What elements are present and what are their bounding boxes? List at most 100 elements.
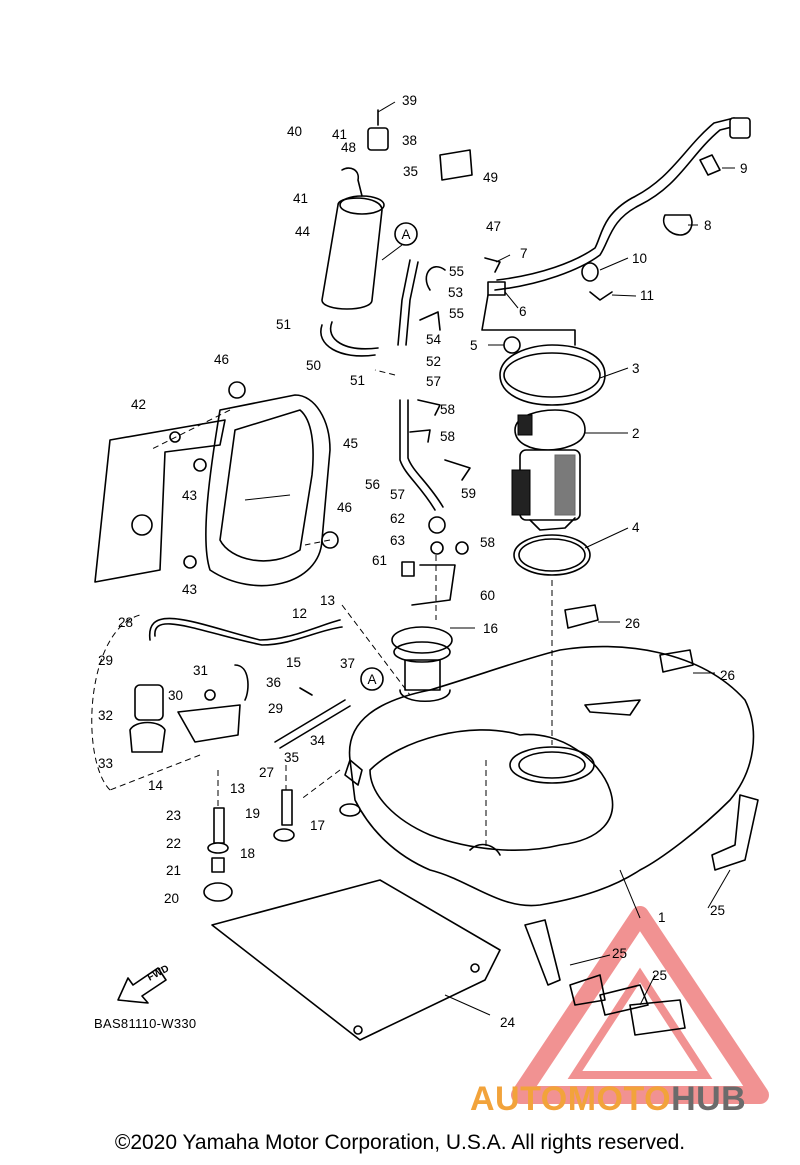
watermark-brand-part2: HUB [671, 1080, 747, 1118]
callout: 52 [426, 354, 441, 369]
callout: 57 [390, 487, 405, 502]
fuel-pump-assembly [499, 344, 606, 576]
callout: 1 [658, 910, 666, 925]
callout: 58 [480, 535, 495, 550]
callout: 12 [292, 606, 307, 621]
callout: 59 [461, 486, 476, 501]
callout: 10 [632, 251, 647, 266]
callout: 55 [449, 264, 464, 279]
fuel-line [481, 117, 751, 346]
callout: 47 [486, 219, 501, 234]
callout: 51 [350, 373, 365, 388]
callout: 5 [470, 338, 478, 353]
callout: 26 [720, 668, 735, 683]
callout: 11 [640, 288, 654, 303]
callout: 14 [148, 778, 164, 793]
callout: 44 [295, 224, 311, 239]
callout: 58 [440, 429, 455, 444]
callout: 25 [612, 946, 627, 961]
drawing-code: BAS81110-W330 [94, 1016, 197, 1031]
callout: 51 [276, 317, 291, 332]
breather-hoses [129, 259, 444, 753]
callout: 23 [166, 808, 181, 823]
callout: 37 [340, 656, 355, 671]
callout: 41 [332, 127, 347, 142]
callout: 25 [652, 968, 667, 983]
callout: 13 [230, 781, 245, 796]
callout: 22 [166, 836, 181, 851]
callout: 40 [287, 124, 302, 139]
callout: 15 [286, 655, 301, 670]
callout: 32 [98, 708, 113, 723]
callout: 18 [240, 846, 255, 861]
callout: 46 [214, 352, 229, 367]
callout: 33 [98, 756, 113, 771]
callout: 57 [426, 374, 441, 389]
callout: 58 [440, 402, 455, 417]
callout: 16 [483, 621, 498, 636]
fuel-tank [344, 645, 755, 907]
callout: 43 [182, 488, 197, 503]
filler-neck [391, 626, 453, 702]
callout: 4 [632, 520, 640, 535]
callout: 63 [390, 533, 405, 548]
callout: 20 [164, 891, 179, 906]
callout: 21 [166, 863, 181, 878]
callout: 35 [284, 750, 299, 765]
forward-arrow-icon [117, 967, 167, 1004]
callout: 24 [500, 1015, 516, 1030]
callout: 6 [519, 304, 527, 319]
callout: 53 [448, 285, 463, 300]
callout: 56 [365, 477, 380, 492]
cover-45 [205, 394, 331, 587]
callout: 19 [245, 806, 260, 821]
callout: 30 [168, 688, 183, 703]
callout: 27 [259, 765, 274, 780]
callout: 28 [118, 615, 133, 630]
callout: 29 [98, 653, 113, 668]
callout: 54 [426, 332, 442, 347]
section-marker-a-bottom: A [367, 672, 376, 687]
callout: 13 [320, 593, 335, 608]
callout: 49 [483, 170, 498, 185]
callout: 55 [449, 306, 464, 321]
callout: 17 [310, 818, 325, 833]
callout: 43 [182, 582, 197, 597]
callout: 8 [704, 218, 712, 233]
protector-plate [211, 879, 501, 1041]
callout: 36 [266, 675, 281, 690]
callout: 50 [306, 358, 321, 373]
canister-assembly [321, 109, 473, 310]
callout: 2 [632, 426, 640, 441]
callout: 35 [403, 164, 418, 179]
callout: 48 [341, 140, 356, 155]
watermark-brand-part1: AUTOMOTO [470, 1080, 672, 1118]
section-marker-a-top: A [401, 227, 410, 242]
callout: 3 [632, 361, 640, 376]
callout: 42 [131, 397, 146, 412]
bracket-42 [94, 419, 226, 583]
callout: 26 [625, 616, 640, 631]
callout: 41 [293, 191, 308, 206]
section-marker-a: A A [360, 222, 418, 691]
callout: 45 [343, 436, 358, 451]
hardware [177, 266, 694, 902]
callout: 61 [372, 553, 387, 568]
callout: 31 [193, 663, 208, 678]
callout: 7 [520, 246, 528, 261]
callout: 25 [710, 903, 725, 918]
callout: 38 [402, 133, 417, 148]
leader-lines [377, 101, 735, 1016]
watermark-brand: AUTOMOTOHUB [470, 1080, 746, 1119]
watermark-logo-icon [511, 906, 769, 1104]
callout: 62 [390, 511, 405, 526]
callout-numbers: 1 2 3 4 5 6 7 8 9 10 11 12 13 13 14 15 1… [98, 93, 748, 1030]
callout: 46 [337, 500, 352, 515]
callout: 39 [402, 93, 417, 108]
callout: 9 [740, 161, 748, 176]
callout: 60 [480, 588, 495, 603]
copyright-notice: ©2020 Yamaha Motor Corporation, U.S.A. A… [114, 1131, 686, 1154]
callout: 34 [310, 733, 326, 748]
assembly-lines [91, 369, 553, 850]
